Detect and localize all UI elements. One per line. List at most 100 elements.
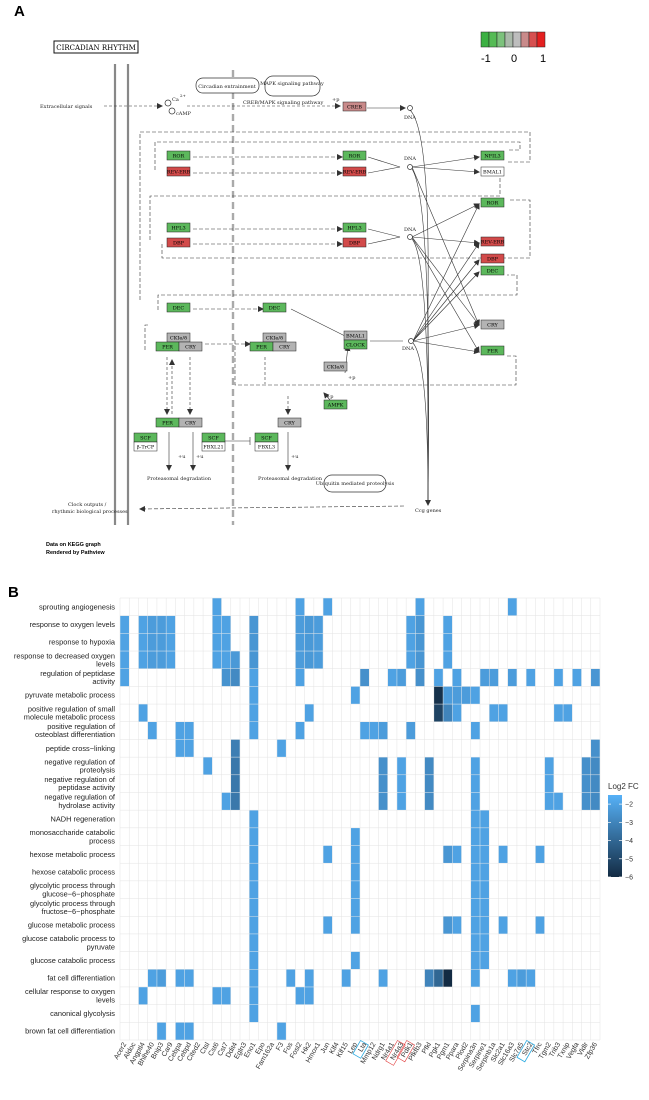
heatmap-column-text: Lta (357, 1041, 368, 1053)
heatmap-cell (572, 668, 582, 687)
heatmap-cell (443, 686, 453, 704)
heatmap-cell (378, 775, 388, 793)
feedback-loop-2 (154, 141, 521, 170)
heatmap-cell (351, 951, 360, 970)
gene-label-fbxl3: FBXL3 (258, 445, 275, 451)
gene-label-dec2: DEC (269, 306, 281, 312)
gene-box-bmal_c: BMAL1 (343, 330, 368, 341)
heatmap-cell (138, 987, 148, 1005)
scale-label-max: 1 (540, 53, 546, 65)
heatmap-cell (544, 792, 554, 810)
heatmap-cell (120, 633, 129, 651)
camp-node (168, 107, 176, 115)
dna-node-2 (407, 164, 413, 170)
heatmap-cell (231, 739, 240, 757)
pathway-title: CIRCADIAN RHYTHM (56, 44, 136, 52)
heatmap-cell (295, 615, 305, 634)
plus-u-2: +u (196, 454, 204, 460)
heatmap-cell (434, 969, 443, 987)
heatmap-cell (471, 686, 480, 704)
gene-label-clock_c: CLOCK (346, 343, 365, 349)
heatmap-cell (138, 633, 148, 651)
gene-label-reverb1: REV-ERB (167, 170, 191, 176)
gene-label-dec1: DEC (173, 306, 185, 312)
heatmap-row-label: glucose catabolic process (30, 956, 115, 965)
heatmap-cell (480, 828, 489, 846)
heatmap-cell (295, 598, 305, 616)
heatmap-cell (295, 651, 305, 669)
heatmap-cell (415, 668, 425, 687)
heatmap-cell (406, 651, 416, 669)
heatmap-cell (120, 668, 129, 687)
gene-label-reverb3: REV-ERB (481, 240, 505, 246)
dna-node-4 (408, 338, 414, 344)
gene-box-ck1_c: CKIe/δ (323, 361, 348, 372)
scale-label-min: -1 (481, 53, 491, 65)
heatmap-column-labels: Acer2AldocAngptl4Bhlhe40Bnip3Car9CebpaCe… (113, 1039, 599, 1073)
heatmap-cell (471, 1004, 480, 1023)
heatmap-cell (314, 633, 323, 651)
gene-label-bmal_r: BMAL1 (483, 170, 502, 176)
heatmap-cell (489, 704, 499, 722)
footer-line-1: Data on KEGG graph (46, 542, 101, 548)
heatmap-cell (480, 951, 489, 970)
heatmap-cell (434, 668, 443, 687)
heatmap-cell (415, 615, 425, 634)
heatmap-cell (471, 951, 480, 970)
gene-box-per_d: PER (155, 417, 180, 428)
heatmap-cell (249, 898, 259, 916)
heatmap-cell (166, 633, 176, 651)
heatmap-cell (231, 792, 240, 810)
heatmap-row-label: glucose metabolic process (28, 921, 115, 930)
heatmap-cell (351, 828, 360, 846)
feedback-loop-1 (139, 131, 531, 300)
heatmap-cell (544, 757, 554, 775)
gene-box-dbp2: DBP (342, 237, 367, 248)
gene-box-per_r: PER (480, 345, 505, 356)
gene-box-cry_a: CRY (178, 341, 203, 352)
heatmap-cell (184, 1022, 194, 1040)
clock-outputs-label-1: Clock outputs / (68, 502, 107, 508)
heatmap-cell (443, 969, 453, 987)
heatmap-cell (554, 668, 563, 687)
heatmap-cell (323, 598, 333, 616)
heatmap-row-label: sprouting angiogenesis (39, 602, 115, 611)
heatmap-cell (295, 668, 305, 687)
heatmap-cell (184, 739, 194, 757)
heatmap-cell (166, 615, 176, 634)
heatmap-cell (480, 934, 489, 952)
gene-label-per_d: PER (162, 421, 173, 427)
gene-label-ampk: AMPK (327, 403, 344, 409)
heatmap-cell (138, 615, 148, 634)
heatmap-cell (323, 845, 333, 863)
heatmap-cell (397, 792, 406, 810)
heatmap-cell (415, 633, 425, 651)
dna-label-2: DNA (404, 156, 416, 162)
heatmap-cell (221, 987, 231, 1005)
heatmap-cell (498, 916, 508, 934)
heatmap-cell (387, 668, 397, 687)
heatmap-cell (471, 898, 480, 916)
heatmap-cell (175, 1022, 185, 1040)
ca-node (164, 99, 172, 107)
heatmap-cell (249, 704, 259, 722)
heatmap-cell (471, 863, 480, 881)
heatmap-cell (147, 722, 157, 740)
heatmap-cell (203, 757, 213, 775)
plus-u-1: +u (178, 454, 186, 460)
legend-tick-label: −4 (625, 838, 633, 845)
heatmap-cell (415, 598, 425, 616)
gene-label-bmal_c: BMAL1 (346, 334, 365, 340)
heatmap-cell (147, 615, 157, 634)
gene-label-cry_a: CRY (185, 345, 196, 351)
heatmap-grid (119, 597, 601, 1041)
heatmap-cell (175, 969, 185, 987)
heatmap-cell (480, 898, 489, 916)
dna-node-3 (407, 234, 413, 240)
gene-boxes: CREBRORREV-ERBRORREV-ERBHFL3DBPHFL3DBPNF… (133, 101, 505, 452)
mapk-label: MAPK signaling pathway (260, 81, 324, 87)
proteasomal-label-1: Proteasomal degradation (147, 476, 212, 482)
heatmap-column-label-F3: F3 (275, 1041, 285, 1052)
